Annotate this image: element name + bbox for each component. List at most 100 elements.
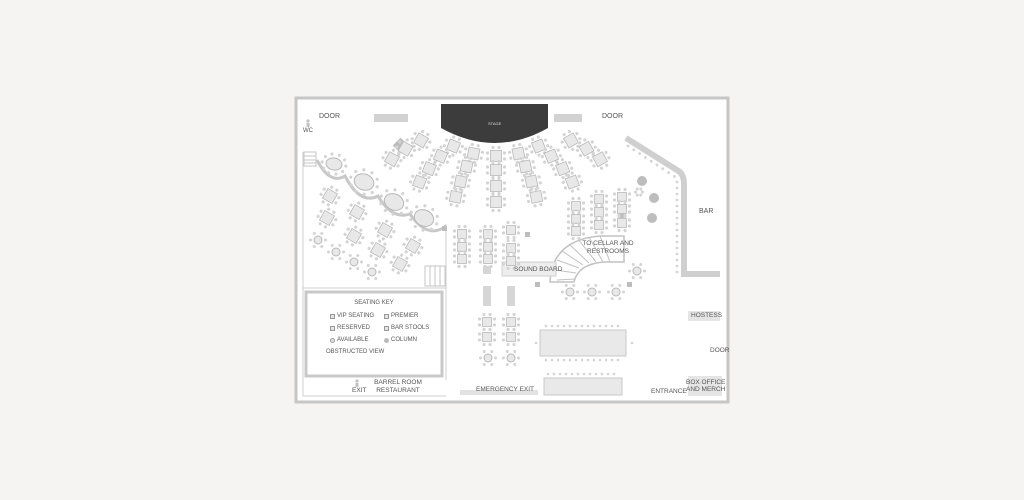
seat[interactable] <box>604 324 608 328</box>
seat[interactable] <box>574 324 578 328</box>
table[interactable] <box>444 185 468 209</box>
seat[interactable] <box>586 358 590 362</box>
seat[interactable] <box>564 372 568 376</box>
table[interactable] <box>485 191 507 213</box>
seat[interactable] <box>610 358 614 362</box>
seat[interactable] <box>586 324 590 328</box>
table[interactable] <box>407 169 433 195</box>
seat[interactable] <box>632 148 636 152</box>
table[interactable] <box>371 216 399 244</box>
seat[interactable] <box>588 372 592 376</box>
seat[interactable] <box>610 324 614 328</box>
table[interactable] <box>399 232 427 260</box>
vip-table[interactable] <box>319 151 350 178</box>
seat[interactable] <box>534 341 538 345</box>
round-table[interactable] <box>634 187 644 197</box>
table[interactable] <box>557 127 585 155</box>
table[interactable] <box>313 204 341 232</box>
long-table-center[interactable] <box>539 329 627 357</box>
seat[interactable] <box>675 210 679 214</box>
seat[interactable] <box>546 372 550 376</box>
seat[interactable] <box>675 258 679 262</box>
seat[interactable] <box>570 372 574 376</box>
seat[interactable] <box>675 216 679 220</box>
table[interactable] <box>507 141 531 165</box>
table[interactable] <box>416 156 442 182</box>
stage[interactable] <box>441 104 548 143</box>
table[interactable] <box>501 251 521 271</box>
round-table[interactable] <box>561 284 579 300</box>
table[interactable] <box>378 145 405 172</box>
vip-table[interactable] <box>374 184 413 221</box>
table[interactable] <box>550 156 576 182</box>
seat[interactable] <box>661 167 665 171</box>
seat[interactable] <box>675 204 679 208</box>
seat[interactable] <box>675 252 679 256</box>
table[interactable] <box>612 213 632 233</box>
seat[interactable] <box>604 358 608 362</box>
seat[interactable] <box>616 358 620 362</box>
seat[interactable] <box>667 171 670 175</box>
table[interactable] <box>392 135 420 163</box>
table[interactable] <box>612 199 632 219</box>
seat[interactable] <box>616 324 620 328</box>
seat[interactable] <box>675 186 679 190</box>
seat[interactable] <box>592 324 596 328</box>
seat[interactable] <box>580 358 584 362</box>
seat[interactable] <box>576 372 580 376</box>
seat[interactable] <box>552 372 556 376</box>
seat[interactable] <box>675 240 679 244</box>
seat[interactable] <box>606 372 610 376</box>
table[interactable] <box>525 185 549 209</box>
round-table[interactable] <box>583 284 601 300</box>
seat[interactable] <box>638 152 641 156</box>
seat[interactable] <box>675 246 679 250</box>
table[interactable] <box>589 189 609 209</box>
seat[interactable] <box>598 324 602 328</box>
seat[interactable] <box>598 358 602 362</box>
seat[interactable] <box>675 270 679 274</box>
vip-table[interactable] <box>404 200 443 237</box>
round-table[interactable] <box>479 350 497 366</box>
seat[interactable] <box>594 372 598 376</box>
table[interactable] <box>364 236 392 264</box>
seat[interactable] <box>562 324 566 328</box>
seat[interactable] <box>626 144 630 148</box>
table[interactable] <box>449 170 473 194</box>
seat[interactable] <box>644 156 647 159</box>
seat[interactable] <box>675 198 679 202</box>
round-table[interactable] <box>628 263 646 279</box>
bar-counter[interactable] <box>624 135 720 277</box>
seat[interactable] <box>562 358 566 362</box>
seat[interactable] <box>568 358 572 362</box>
table[interactable] <box>455 154 479 178</box>
table[interactable] <box>452 249 472 269</box>
round-table[interactable] <box>363 264 381 280</box>
seat[interactable] <box>558 372 562 376</box>
seat[interactable] <box>582 372 586 376</box>
table[interactable] <box>589 215 609 235</box>
table[interactable] <box>478 249 498 269</box>
seat[interactable] <box>550 324 554 328</box>
seat[interactable] <box>574 358 578 362</box>
seat[interactable] <box>673 175 676 178</box>
seat[interactable] <box>675 192 679 196</box>
round-table[interactable] <box>309 232 327 248</box>
vip-table[interactable] <box>345 164 383 199</box>
table[interactable] <box>440 133 466 159</box>
seat[interactable] <box>592 358 596 362</box>
table[interactable] <box>386 250 414 278</box>
seat[interactable] <box>556 324 560 328</box>
seat[interactable] <box>675 180 679 184</box>
seat[interactable] <box>675 222 679 226</box>
seat[interactable] <box>649 159 653 163</box>
seat[interactable] <box>612 372 616 376</box>
seat[interactable] <box>580 324 584 328</box>
table[interactable] <box>316 182 344 210</box>
table[interactable] <box>538 143 564 169</box>
round-table[interactable] <box>607 284 625 300</box>
table[interactable] <box>586 145 613 172</box>
seat[interactable] <box>556 358 560 362</box>
table[interactable] <box>343 198 371 226</box>
round-table[interactable] <box>327 244 345 260</box>
